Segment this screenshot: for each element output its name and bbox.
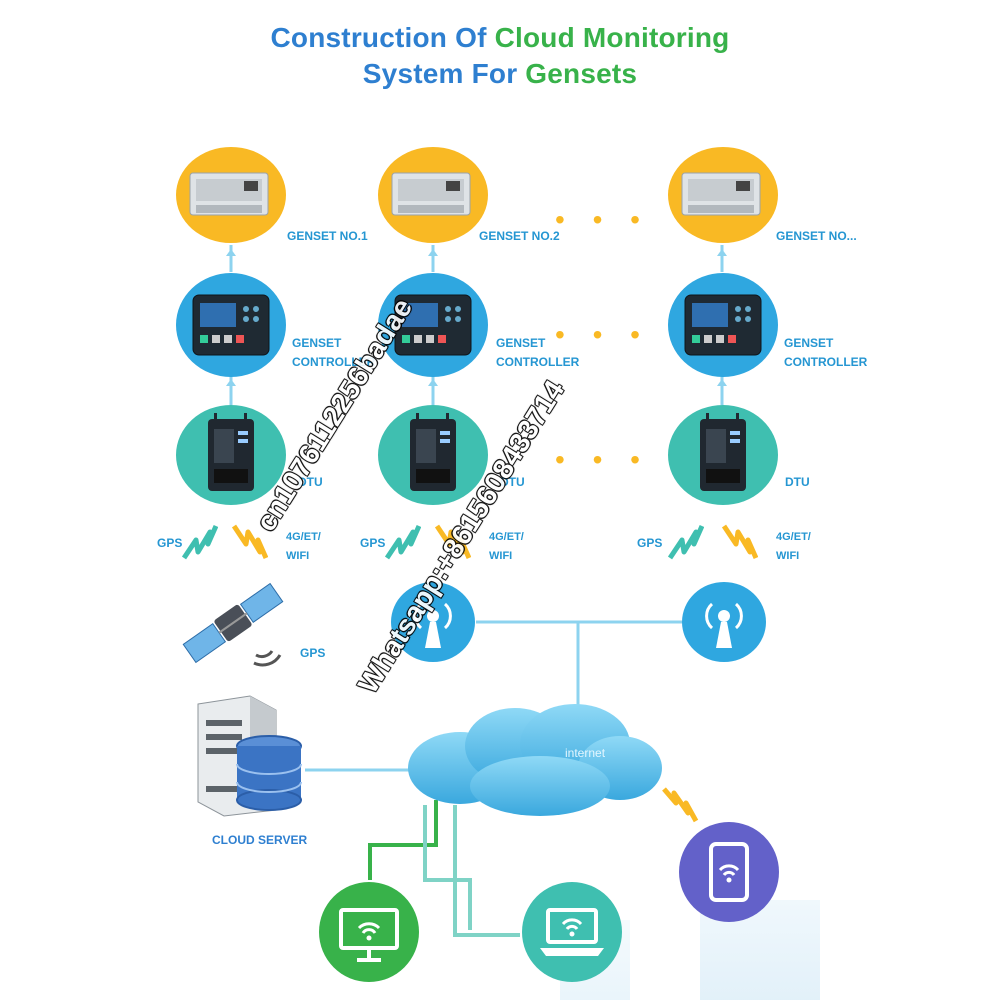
gps-signal-icon xyxy=(182,524,218,560)
genset-icon xyxy=(681,172,761,216)
genset-circle-3 xyxy=(668,147,778,243)
lightning-icon xyxy=(662,787,699,823)
title-text-green: Cloud Monitoring xyxy=(494,22,730,53)
genset-circle-2 xyxy=(378,147,488,243)
antenna-tower-icon xyxy=(414,602,452,648)
dtu-label-2: DTU xyxy=(500,475,525,489)
monitor-icon xyxy=(339,908,399,962)
tablet-circle xyxy=(679,822,779,922)
network-signal-icon xyxy=(722,524,758,560)
title-text-blue: Construction Of xyxy=(270,22,495,53)
dtu-icon xyxy=(410,413,456,491)
net-label-2-line-1: 4G/ET/ xyxy=(489,531,524,543)
controller-label-2-line-2: CONTROLLER xyxy=(496,355,580,369)
gps-broadcast-icon xyxy=(253,650,282,667)
genset-circle-1 xyxy=(176,147,286,243)
antenna-tower-icon xyxy=(705,602,743,648)
controller-icon xyxy=(192,294,270,356)
dtu-circle-3 xyxy=(668,405,778,505)
satellite-gps-label: GPS xyxy=(300,646,326,660)
genset-label-3: GENSET NO... xyxy=(776,229,857,243)
gps-signal-icon xyxy=(668,524,704,560)
laptop-circle xyxy=(522,882,622,982)
ellipsis-dtu: • • • xyxy=(555,444,650,475)
genset-icon xyxy=(391,172,471,216)
diagram-title-line-1: Construction Of Cloud Monitoring xyxy=(0,22,1000,54)
controller-circle-1 xyxy=(176,273,286,377)
dtu-label-3: DTU xyxy=(785,475,810,489)
laptop-icon xyxy=(540,908,604,956)
net-label-3-line-1: 4G/ET/ xyxy=(776,531,811,543)
controller-label-2-line-1: GENSET xyxy=(496,336,546,350)
genset-label-2: GENSET NO.2 xyxy=(479,229,560,243)
controller-label-1-line-2: CONTROLLER xyxy=(292,355,376,369)
dtu-icon xyxy=(700,413,746,491)
ellipsis-genset: • • • xyxy=(555,204,650,235)
title-text-blue-2: System For xyxy=(362,58,526,89)
cloud-server-label: CLOUD SERVER xyxy=(212,833,308,847)
genset-icon xyxy=(189,172,269,216)
dtu-label-1: DTU xyxy=(298,475,323,489)
net-label-2-line-2: WIFI xyxy=(489,550,513,562)
internet-label: internet xyxy=(565,746,606,760)
controller-label-3: GENSET CONTROLLER xyxy=(784,334,867,372)
net-label-2: 4G/ET/ WIFI xyxy=(489,528,524,566)
network-signal-icon xyxy=(232,524,268,560)
dtu-icon xyxy=(208,413,254,491)
net-label-1-line-1: 4G/ET/ xyxy=(286,531,321,543)
genset-label-1: GENSET NO.1 xyxy=(287,229,368,243)
net-label-3: 4G/ET/ WIFI xyxy=(776,528,811,566)
antenna-circle-1 xyxy=(391,582,475,662)
network-signal-icon xyxy=(435,524,471,560)
dtu-circle-2 xyxy=(378,405,488,505)
controller-label-3-line-1: GENSET xyxy=(784,336,834,350)
database-icon xyxy=(236,735,302,811)
controller-label-3-line-2: CONTROLLER xyxy=(784,355,868,369)
net-label-3-line-2: WIFI xyxy=(776,550,800,562)
controller-circle-2 xyxy=(378,273,488,377)
controller-label-1: GENSET CONTROLLER xyxy=(292,334,375,372)
title-text-green-2: Gensets xyxy=(525,58,638,89)
diagram-title-line-2: System For Gensets xyxy=(0,58,1000,90)
tablet-icon xyxy=(709,842,749,902)
ellipsis-controller: • • • xyxy=(555,319,650,350)
antenna-circle-2 xyxy=(682,582,766,662)
controller-label-2: GENSET CONTROLLER xyxy=(496,334,579,372)
cloud-icon xyxy=(408,704,662,816)
gps-label-1: GPS xyxy=(157,536,183,550)
controller-label-1-line-1: GENSET xyxy=(292,336,342,350)
controller-icon xyxy=(684,294,762,356)
gps-signal-icon xyxy=(385,524,421,560)
satellite-icon xyxy=(182,582,284,664)
net-label-1: 4G/ET/ WIFI xyxy=(286,528,321,566)
gps-label-2: GPS xyxy=(360,536,386,550)
net-label-1-line-2: WIFI xyxy=(286,550,310,562)
gps-label-3: GPS xyxy=(637,536,663,550)
controller-circle-3 xyxy=(668,273,778,377)
controller-icon xyxy=(394,294,472,356)
dtu-circle-1 xyxy=(176,405,286,505)
desktop-circle xyxy=(319,882,419,982)
